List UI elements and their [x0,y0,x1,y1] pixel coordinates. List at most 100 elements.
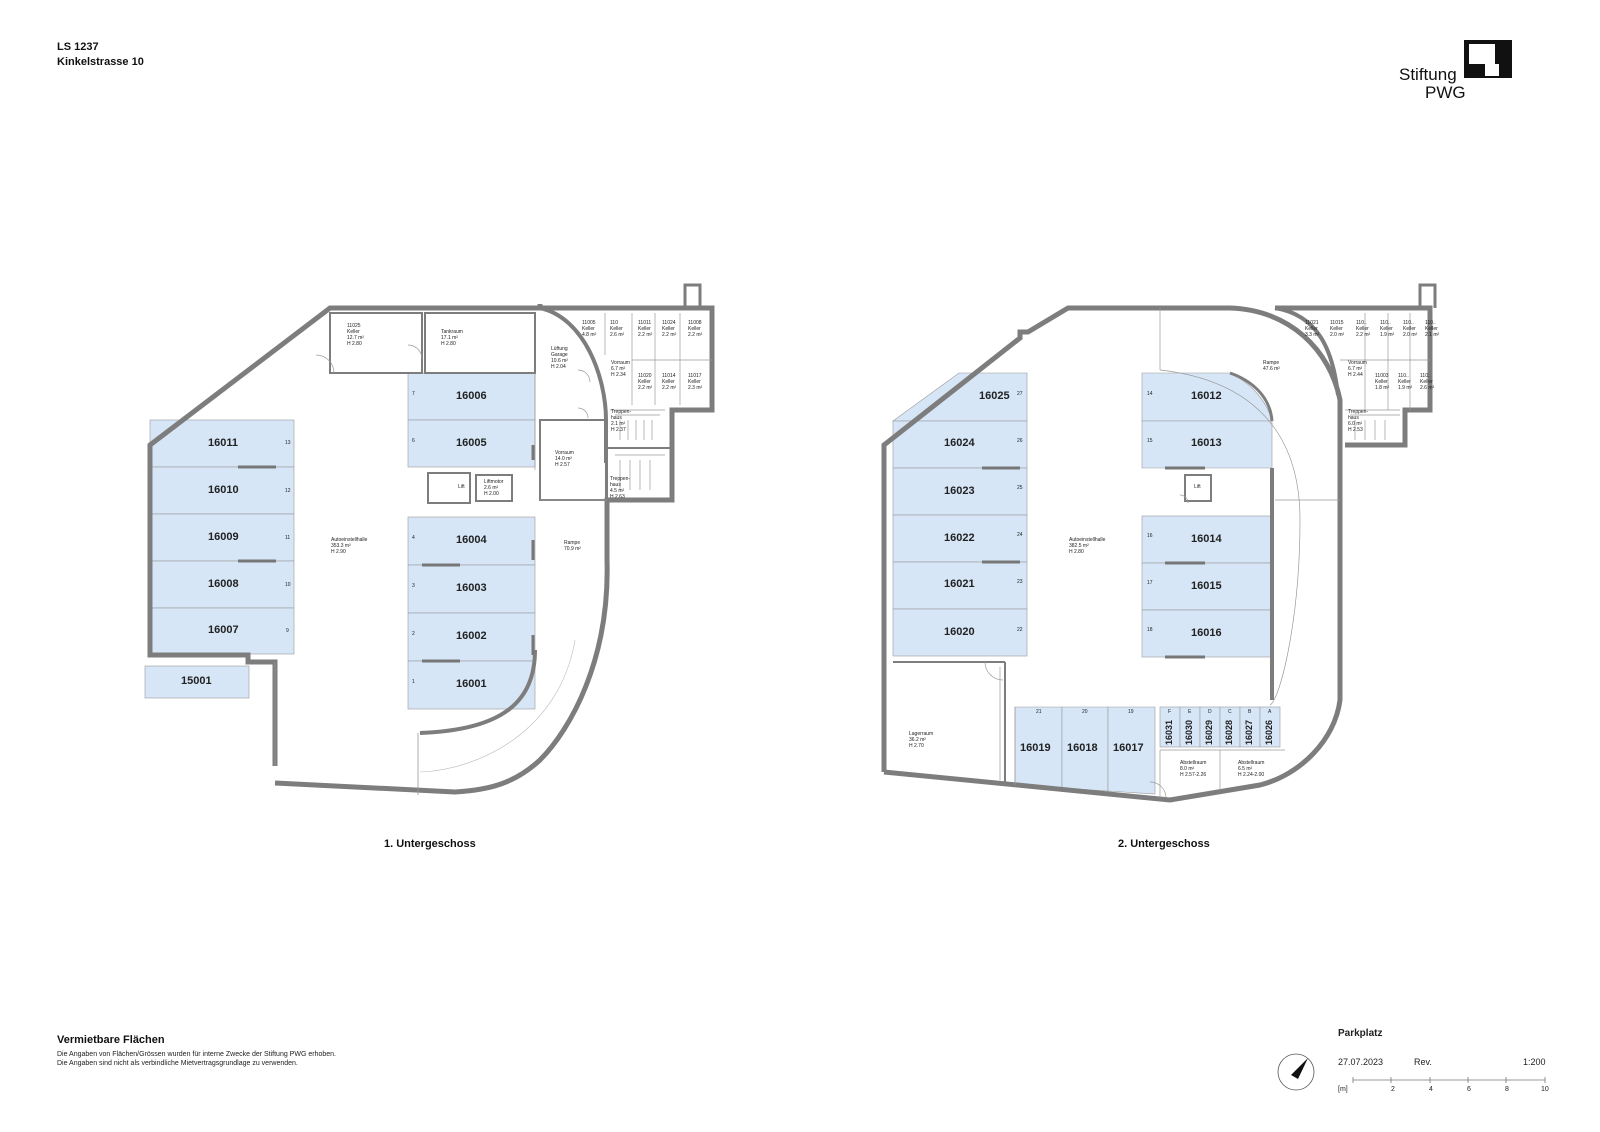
unit-number[interactable]: 16004 [456,534,487,546]
unit-number[interactable]: 16022 [944,532,975,544]
slot-number: B [1248,709,1251,715]
unit-number[interactable]: 16020 [944,626,975,638]
unit-number[interactable]: 16008 [208,578,239,590]
unit-number[interactable]: 16027 [1244,720,1254,745]
room-label-line: 2.1 m² [1425,332,1440,338]
unit-number[interactable]: 16010 [208,484,239,496]
parking-16015[interactable] [1141,562,1273,611]
unit-number[interactable]: 16015 [1191,580,1222,592]
unit-number[interactable]: 16023 [944,485,975,497]
parking-16010[interactable] [149,466,295,515]
unit-number-line: 16015 [1191,580,1222,592]
unit-number-line: 16016 [1191,627,1222,639]
footer-title: Vermietbare Flächen [57,1034,165,1046]
slot-number-line: 20 [1082,709,1088,715]
slot-number: 17 [1147,580,1153,586]
parking-16003[interactable] [407,564,536,614]
hall-label-line: H 2.80 [1069,549,1084,555]
unit-number-line: 16023 [944,485,975,497]
unit-number[interactable]: 16014 [1191,533,1222,545]
parking-16006[interactable] [407,372,536,421]
parking-16016[interactable] [1141,609,1273,658]
parking-16017[interactable] [1107,706,1156,795]
unit-number[interactable]: 16006 [456,390,487,402]
logo-line-1: Stiftung [1399,65,1457,84]
parking-16001[interactable] [407,660,536,710]
unit-number[interactable]: 16028 [1224,720,1234,745]
unit-number-line: 16007 [208,624,239,636]
unit-number[interactable]: 16012 [1191,390,1222,402]
slot-number-line: 6 [412,438,415,444]
slot-number: A [1268,709,1271,715]
unit-number[interactable]: 16003 [456,582,487,594]
unit-number[interactable]: 16030 [1184,720,1194,745]
slot-number: 4 [412,535,415,541]
unit-number[interactable]: 16031 [1164,720,1174,745]
hall-label-line: H 2.90 [331,549,346,555]
unit-number[interactable]: 16013 [1191,437,1222,449]
parking-16007[interactable] [149,607,295,655]
header: LS 1237 Kinkelstrasse 10 [57,40,144,70]
unit-number[interactable]: 16005 [456,437,487,449]
parking-16020[interactable] [892,608,1028,657]
room-label-line: Garage [551,352,568,358]
unit-number[interactable]: 16009 [208,531,239,543]
scale-tick: 4 [1429,1086,1433,1093]
footer-note-1: Die Angaben von Flächen/Grössen wurden f… [57,1051,336,1058]
slot-number: 10 [285,582,291,588]
unit-number-line: 16013 [1191,437,1222,449]
unit-number[interactable]: 16024 [944,437,975,449]
unit-number[interactable]: 16016 [1191,627,1222,639]
slot-number-line: 17 [1147,580,1153,586]
slot-number: 1 [412,679,415,685]
parking-16014[interactable] [1141,515,1273,564]
unit-number[interactable]: 16007 [208,624,239,636]
room-label-line: Abstellraum [1238,760,1265,766]
parking-16004[interactable] [407,516,536,566]
parking-16022[interactable] [892,514,1028,563]
unit-number-line: 16018 [1067,742,1098,754]
room-label-line: 10.6 m² [551,358,568,364]
room-label-line: 14.0 m² [555,456,572,462]
room-label-line: 1.9 m² [1398,385,1413,391]
unit-number[interactable]: 16018 [1067,742,1098,754]
slot-number: 6 [412,438,415,444]
parking-16009[interactable] [149,513,295,562]
unit-number[interactable]: 16001 [456,678,487,690]
unit-number[interactable]: 16019 [1020,742,1051,754]
scale-unit: [m] [1338,1086,1348,1093]
room-label-line: Tankraum [441,329,463,335]
ramp-label-line: 70.9 m² [564,546,581,552]
slot-number-line: 9 [286,628,289,634]
storage-15001[interactable] [144,665,250,699]
unit-number[interactable]: 16021 [944,578,975,590]
unit-number[interactable]: 16017 [1113,742,1144,754]
unit-number[interactable]: 16029 [1204,720,1214,745]
room-label-line: Lift [458,484,465,490]
unit-number-line: 16031 [1164,719,1174,745]
room-label-line: H 2.57-2.26 [1180,772,1207,778]
titleblock-date: 27.07.2023 [1338,1057,1384,1067]
unit-number[interactable]: 15001 [181,675,212,687]
storage-16026[interactable] [1259,706,1281,748]
unit-number[interactable]: 16011 [208,437,238,449]
room-label-line: 11014 [662,373,676,379]
room-label-line: H 2.53 [1348,427,1363,433]
unit-number[interactable]: 16026 [1264,720,1274,745]
unit-number[interactable]: 16025 [979,390,1010,402]
parking-16021[interactable] [892,561,1028,610]
parking-16023[interactable] [892,467,1028,516]
unit-number[interactable]: 16002 [456,630,487,642]
parking-16002[interactable] [407,612,536,662]
parking-16024[interactable] [892,420,1028,469]
slot-number: 3 [412,583,415,589]
